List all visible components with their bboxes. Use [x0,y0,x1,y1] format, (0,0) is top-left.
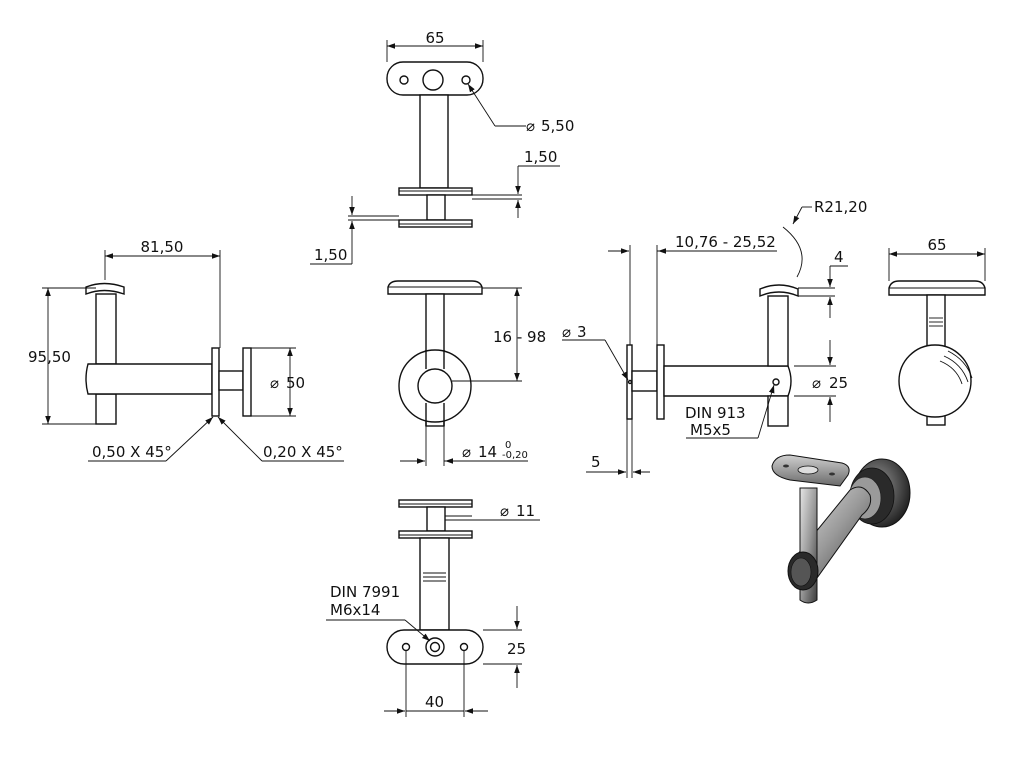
dim-stud-diameter-symbol: ⌀ [500,502,509,520]
screw-standard: DIN 7991 [330,583,400,601]
round-end [898,344,972,418]
dim-shaft-tol-upper: 0 [505,440,511,451]
dim-shaft-tol-lower: -0,20 [502,450,528,461]
center-hole [422,69,444,91]
connector [218,370,244,391]
dim-hole-diameter: 5,50 [541,117,574,135]
left-side-view: 81,50 95,50 ⌀ 50 0,50 X 45° 0,20 X 45° [28,238,344,462]
dim-flange-diameter-symbol: ⌀ [270,374,279,392]
far-right-view: 65 [888,236,986,426]
dim-side-height: 95,50 [28,348,71,366]
bottom-hole-right [459,642,469,652]
dim-rod-diameter: 25 [829,374,848,392]
isometric-render [771,454,911,604]
dim-stud-diameter: 11 [516,502,535,520]
stud [426,194,446,221]
setscrew-hole [772,378,780,386]
horizontal-arm-left [85,363,213,395]
dim-side-width: 81,50 [141,238,184,256]
wall-plate [211,347,220,417]
right-side-view: R21,20 10,76 - 25,52 4 ⌀ 25 ⌀ 3 DIN 913 … [562,198,867,478]
dim-hole-diameter-symbol: ⌀ [526,117,535,135]
round-plate-center [417,368,453,404]
top-view: 65 ⌀ 5,50 1,50 1,50 [310,29,574,265]
setscrew-size: M5x5 [690,421,731,439]
screw-size: M6x14 [330,601,380,619]
dim-pin-diameter: 3 [577,323,587,341]
dim-hole-spacing: 40 [425,693,444,711]
dim-chamfer-right: 0,20 X 45° [263,443,343,461]
post [419,94,449,189]
dim-plate-thickness-left: 1,50 [314,246,347,264]
flange-plate-lower [398,219,473,228]
bottom-post [419,537,450,631]
bottom-flange-upper [398,499,473,508]
dim-right-width: 65 [927,236,946,254]
bottom-flange-lower [398,530,473,539]
setscrew-standard: DIN 913 [685,404,746,422]
radius-arc [782,226,803,278]
dim-shaft-diameter-symbol: ⌀ [462,443,471,461]
vertical-post-right [767,295,789,367]
dim-flange-thickness: 5 [591,453,601,471]
pin-hole [627,379,633,385]
side-hole-left [399,75,409,85]
dim-top-width: 65 [425,29,444,47]
dim-saddle-thickness: 4 [834,248,844,266]
dim-pin-diameter-symbol: ⌀ [562,323,571,341]
glass-plate-right [656,344,665,420]
vertical-post-left [95,293,117,365]
bottom-hole-left [401,642,411,652]
post-far-right [926,294,946,351]
bottom-stud [426,506,446,532]
dim-radius: R21,20 [814,198,867,216]
bottom-screw-inner [429,641,441,653]
dim-plate-width: 25 [507,640,526,658]
front-view: 16 - 98 ⌀ 14 0 -0,20 [387,280,546,466]
flange-plate-upper [398,187,473,196]
glass-plate [242,347,252,417]
side-hole-right [461,75,471,85]
dim-shaft-diameter: 14 [478,443,497,461]
saddle-front [387,280,483,295]
dim-chamfer-left: 0,50 X 45° [92,443,172,461]
saddle-left [85,282,125,296]
post-stub-right [767,395,789,427]
saddle-right [759,284,799,298]
dim-adjust-range: 16 - 98 [493,328,546,346]
connector-right [631,370,658,392]
dim-flange-diameter: 50 [286,374,305,392]
dim-offset-range: 10,76 - 25,52 [675,233,776,251]
bottom-view: ⌀ 11 DIN 7991 M6x14 25 40 [326,499,540,717]
post-stub-left [95,393,117,425]
dim-rod-diameter-symbol: ⌀ [812,374,821,392]
dim-plate-thickness-right: 1,50 [524,148,557,166]
